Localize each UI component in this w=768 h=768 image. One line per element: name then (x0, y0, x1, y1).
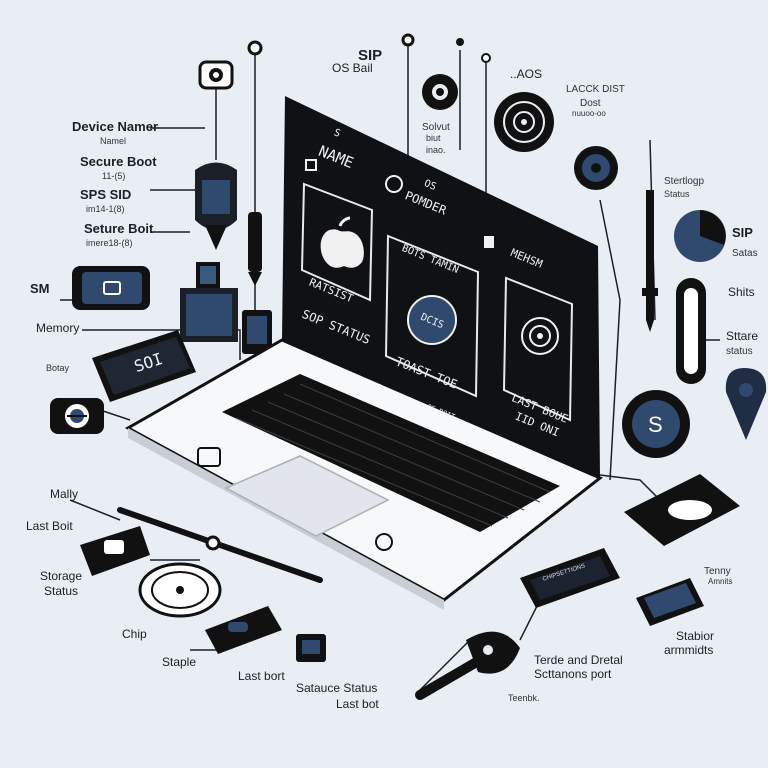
label-secure-boot: Secure Boot (80, 154, 157, 169)
label-lacck-dist: LACCK DIST (566, 84, 625, 95)
label-dost: Dost (580, 98, 601, 109)
label-solvut-2: biut (426, 133, 441, 143)
label-solvut-3: inao. (426, 145, 446, 155)
line-node-dots (247, 33, 491, 63)
gear-icon (422, 74, 458, 110)
label-sip-right: SIP (732, 225, 753, 240)
label-mally: Mally (50, 487, 79, 501)
base-badge-icon (197, 447, 221, 467)
drive-icon (624, 474, 740, 546)
label-last-bot: Last bot (336, 697, 379, 711)
keyboard-keys (235, 383, 551, 527)
smart-device-icon (72, 266, 150, 310)
label-namel: Namel (100, 136, 127, 146)
screen-check-icon (305, 159, 317, 171)
label-last-boit: Last Boit (26, 519, 73, 533)
dial-icon (574, 146, 618, 190)
adapter-icon (296, 634, 326, 662)
label-sps-sid-sub: im14-1(8) (86, 204, 125, 214)
label-memory: Memory (36, 321, 80, 335)
label-botay: Botay (46, 363, 70, 373)
chip-icon (520, 548, 620, 608)
label-dost-sub: nuuoo-oo (572, 109, 606, 118)
label-tenny: Tenny (704, 566, 731, 577)
label-device-namer: Device Namer (72, 119, 158, 134)
memory-card-icon (92, 330, 196, 402)
tablet-icon (242, 310, 272, 354)
scan-target-icon (521, 317, 559, 355)
label-sttare: Sttare (726, 329, 759, 343)
label-terde-2: Scttanons port (534, 667, 612, 681)
cube-block-icon (180, 262, 238, 342)
cable-bar-icon (117, 507, 323, 583)
fingerprint-icon (494, 92, 554, 152)
power-icon (375, 533, 393, 551)
usb-stick-icon (195, 162, 237, 250)
label-sm: SM (30, 281, 50, 296)
capsule-icon (676, 278, 706, 384)
remote-icon (205, 606, 282, 654)
pen-icon (248, 212, 262, 286)
label-seture-boit: Seture Boit (84, 221, 154, 236)
label-status-right: status (726, 346, 753, 357)
label-tenbk: Teenbk. (508, 693, 540, 703)
label-aos: ..AOS (510, 67, 543, 81)
router-icon (80, 526, 150, 576)
label-solvut: Solvut (422, 122, 450, 133)
label-satauce-status: Satauce Status (296, 681, 378, 695)
label-seture-boit-sub: imere18-(8) (86, 238, 133, 248)
status-dial-icon (407, 295, 457, 345)
label-stabior-2: armmidts (664, 643, 714, 657)
disc-icon (138, 562, 222, 618)
laptop (124, 96, 603, 610)
label-tenny-sub: Amnits (708, 577, 733, 586)
label-stertlogp: Stertlogp (664, 176, 705, 187)
label-staple: Staple (162, 655, 197, 669)
label-shits: Shits (728, 285, 755, 299)
apple-logo-icon (320, 216, 364, 268)
label-satas: Satas (732, 248, 758, 259)
label-storage-status: Status (44, 584, 79, 598)
lock-icon: S (622, 390, 690, 458)
label-terde: Terde and Dretal (534, 653, 623, 667)
label-status-small: Status (664, 189, 690, 199)
label-sip: SIP (358, 47, 383, 64)
screen-square-icon (484, 236, 494, 248)
label-last-bort: Last bort (238, 669, 285, 683)
pie-gauge-icon (674, 210, 726, 262)
pen-right-icon (642, 190, 658, 332)
label-os-bail: OS Bail (332, 61, 373, 75)
solar-panel-icon (636, 578, 704, 626)
label-storage: Storage (40, 569, 83, 583)
svg-text:S: S (648, 412, 663, 437)
label-chip: Chip (122, 627, 147, 641)
target-icon (50, 398, 104, 434)
label-sps-sid: SPS SID (80, 187, 132, 202)
label-secure-boot-sub: 11-(5) (102, 171, 126, 181)
key-icon (415, 631, 520, 700)
screen-circle-icon (385, 175, 403, 193)
pin-icon (725, 368, 767, 440)
label-stabior: Stabior (676, 629, 715, 643)
webcam-icon (198, 60, 234, 90)
